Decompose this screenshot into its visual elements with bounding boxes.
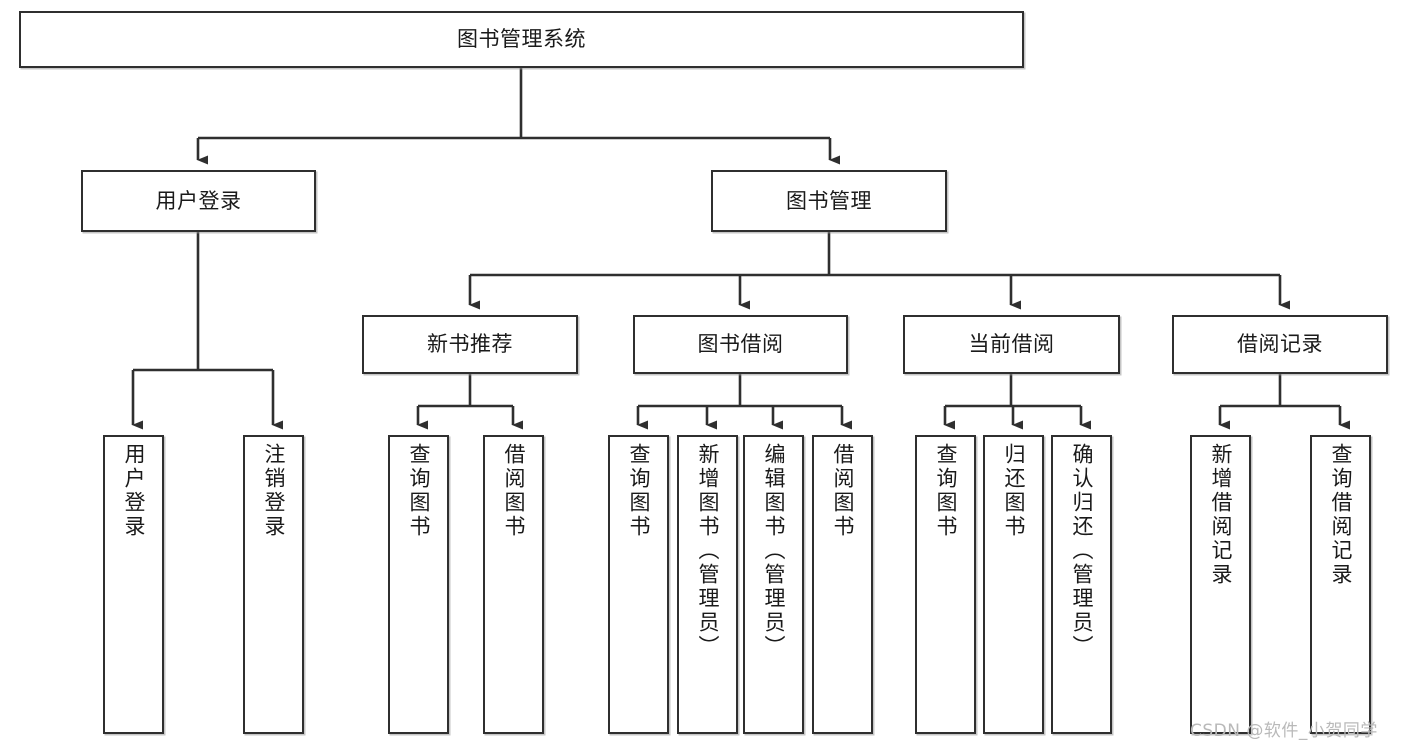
connector-newbookrec-to-leaves — [416, 374, 523, 430]
node-leaf-add-borrow-record[interactable]: 新增借阅记录 — [1190, 435, 1251, 734]
node-leaf-query-borrow-record[interactable]: 查询借阅记录 — [1310, 435, 1371, 734]
node-leaf-logout[interactable]: 注销登录 — [243, 435, 304, 734]
connector-root-to-level2 — [196, 68, 840, 165]
connector-currentborrow-to-leaves — [943, 374, 1091, 430]
node-label: 用户登录 — [155, 188, 242, 213]
node-new-book-recommend[interactable]: 新书推荐 — [362, 315, 578, 374]
node-borrow-record[interactable]: 借阅记录 — [1172, 315, 1388, 374]
node-label: 图书借阅 — [697, 332, 784, 357]
node-leaf-return-book[interactable]: 归还图书 — [983, 435, 1044, 734]
node-leaf-add-book-admin[interactable]: 新增图书（管理员） — [677, 435, 738, 734]
node-label: 借阅记录 — [1237, 332, 1323, 357]
node-root-system[interactable]: 图书管理系统 — [19, 11, 1024, 68]
node-label: 查询图书 — [934, 443, 959, 539]
connector-bookmanage-to-level3 — [468, 232, 1290, 310]
node-leaf-query-book-1[interactable]: 查询图书 — [388, 435, 449, 734]
connector-userlogin-to-leaves — [131, 232, 283, 430]
node-label: 新增借阅记录 — [1209, 443, 1234, 587]
node-label: 查询图书 — [627, 443, 652, 539]
node-leaf-query-book-2[interactable]: 查询图书 — [608, 435, 669, 734]
node-book-manage[interactable]: 图书管理 — [711, 170, 947, 232]
node-current-borrow[interactable]: 当前借阅 — [903, 315, 1120, 374]
node-label: 借阅图书 — [831, 443, 856, 539]
node-label: 借阅图书 — [502, 443, 527, 539]
node-leaf-borrow-book-1[interactable]: 借阅图书 — [483, 435, 544, 734]
connector-borrowrecord-to-leaves — [1218, 374, 1350, 430]
node-label: 新增图书（管理员） — [696, 443, 721, 659]
node-leaf-confirm-return-admin[interactable]: 确认归还（管理员） — [1051, 435, 1112, 734]
node-label: 图书管理系统 — [457, 27, 586, 52]
node-label: 注销登录 — [262, 443, 287, 539]
node-label: 确认归还（管理员） — [1070, 443, 1095, 659]
node-leaf-user-login[interactable]: 用户登录 — [103, 435, 164, 734]
node-book-borrow[interactable]: 图书借阅 — [633, 315, 848, 374]
node-label: 用户登录 — [122, 443, 147, 539]
node-label: 新书推荐 — [427, 332, 513, 357]
node-leaf-edit-book-admin[interactable]: 编辑图书（管理员） — [743, 435, 804, 734]
node-label: 归还图书 — [1002, 443, 1027, 539]
node-leaf-borrow-book-2[interactable]: 借阅图书 — [812, 435, 873, 734]
node-user-login[interactable]: 用户登录 — [81, 170, 316, 232]
node-label: 编辑图书（管理员） — [762, 443, 787, 659]
node-label: 图书管理 — [786, 188, 872, 213]
connector-bookborrow-to-leaves — [636, 374, 852, 430]
node-label: 当前借阅 — [968, 332, 1055, 357]
node-label: 查询借阅记录 — [1329, 443, 1354, 587]
node-leaf-query-book-3[interactable]: 查询图书 — [915, 435, 976, 734]
node-label: 查询图书 — [407, 443, 432, 539]
